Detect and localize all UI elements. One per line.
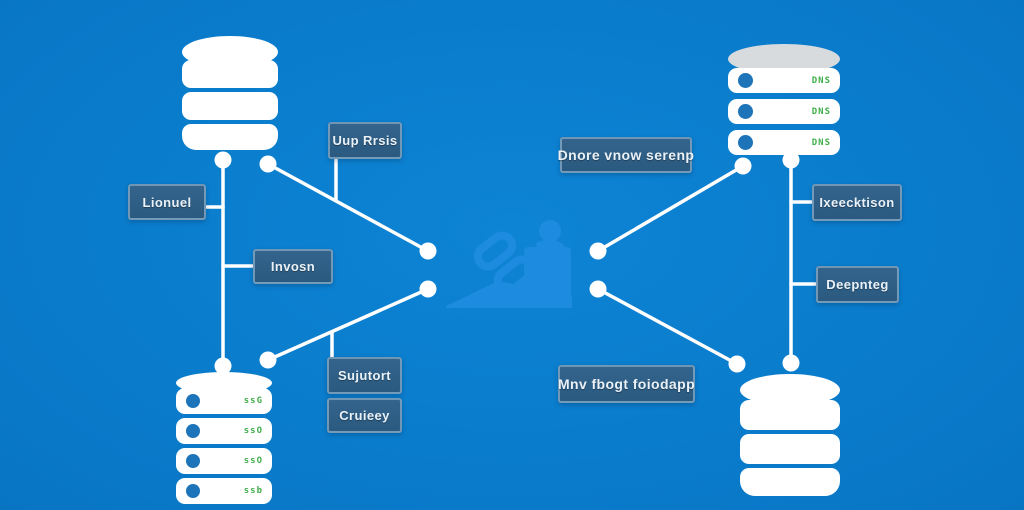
diagram-label-deepnteg: Deepnteg xyxy=(816,266,899,303)
server-led-dot xyxy=(738,73,753,88)
diagram-label-sujutort: Sujutort xyxy=(327,357,402,394)
database-band xyxy=(182,124,278,150)
connector-dot xyxy=(728,355,746,373)
diagram-label-lionuel: Lionuel xyxy=(128,184,206,220)
server-row: DNS xyxy=(728,130,840,155)
database-icon-bottom-right xyxy=(740,374,840,496)
connector-dot xyxy=(259,155,277,173)
server-row: ssb xyxy=(176,478,272,504)
connector-line xyxy=(266,162,430,253)
server-row: ssO xyxy=(176,448,272,474)
server-row-label: ssO xyxy=(243,426,263,436)
server-led-dot xyxy=(186,394,200,408)
person-at-laptop-icon xyxy=(440,205,590,320)
server-row: DNS xyxy=(728,99,840,124)
database-band xyxy=(182,92,278,120)
diagram-label-uup-rrsis: Uup Rrsis xyxy=(328,122,402,159)
server-stack-icon-top-right: DNS DNS DNS xyxy=(728,44,840,162)
database-band xyxy=(740,434,840,464)
server-led-dot xyxy=(186,484,200,498)
server-led-dot xyxy=(738,135,753,150)
server-row-label: ssG xyxy=(243,396,263,406)
server-row-label: ssb xyxy=(243,486,263,496)
server-row-label: ssO xyxy=(243,456,263,466)
server-row-label: DNS xyxy=(811,75,831,86)
connector-line xyxy=(266,287,430,362)
server-row-label: DNS xyxy=(811,137,831,148)
database-band xyxy=(740,400,840,430)
connector-dot xyxy=(589,242,607,260)
connector-line xyxy=(596,287,739,366)
server-led-dot xyxy=(186,424,200,438)
diagram-label-invosn: Invosn xyxy=(253,249,333,284)
diagram-label-mnv: Mnv fbogt foiodapp xyxy=(558,365,695,403)
diagram-label-dnore: Dnore vnow serenp xyxy=(558,137,694,173)
diagram-label-ixeecktison: Ixeecktison xyxy=(812,184,902,221)
connector-dot xyxy=(589,280,607,298)
server-row: DNS xyxy=(728,68,840,93)
server-row: ssO xyxy=(176,418,272,444)
connector-dot xyxy=(214,151,232,169)
server-row: ssG xyxy=(176,388,272,414)
server-stack-icon-bottom-left: ssG ssO ssO ssb xyxy=(176,372,272,506)
connector-dot xyxy=(782,354,800,372)
diagram-label-cruieey: Cruieey xyxy=(327,398,402,433)
database-band xyxy=(182,60,278,88)
connector-dot xyxy=(419,242,437,260)
connector-dot xyxy=(419,280,437,298)
server-row-label: DNS xyxy=(811,106,831,117)
connector-line xyxy=(596,164,745,253)
server-led-dot xyxy=(738,104,753,119)
database-band xyxy=(740,468,840,496)
database-icon-top-left xyxy=(182,36,278,150)
server-led-dot xyxy=(186,454,200,468)
connector-dot xyxy=(259,351,277,369)
